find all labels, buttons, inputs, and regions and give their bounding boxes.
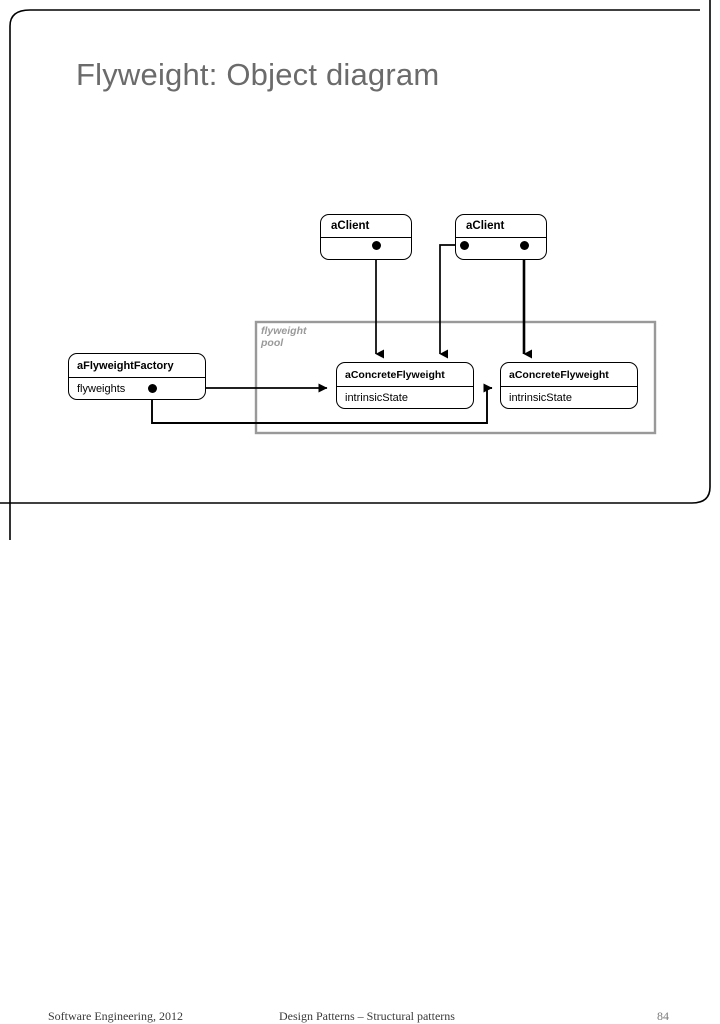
object-attributes-client-2 [456,238,546,259]
flyweight-pool-label: flyweight pool [261,325,307,349]
object-node-client-2[interactable]: aClient [455,214,547,260]
association-dot-client-2-right [520,241,529,250]
object-node-concrete-flyweight-2[interactable]: aConcreteFlyweight intrinsicState [500,362,638,409]
object-node-flyweight-factory[interactable]: aFlyweightFactory flyweights [68,353,206,400]
association-dot-client-2-left [460,241,469,250]
object-name-client-1: aClient [321,215,411,238]
association-dot-client-1 [372,241,381,250]
object-attributes-client-1 [321,238,411,259]
flyweight-pool-boundary [254,320,657,435]
object-attributes-concrete-flyweight-2: intrinsicState [509,391,572,404]
diagram-connectors [151,244,657,435]
object-name-concrete-flyweight-2: aConcreteFlyweight [501,363,637,387]
object-name-flyweight-factory: aFlyweightFactory [69,354,205,378]
object-attributes-concrete-flyweight-1: intrinsicState [345,391,408,404]
object-name-concrete-flyweight-1: aConcreteFlyweight [337,363,473,387]
footer-course-label: Software Engineering, 2012 [48,1009,183,1023]
page-title: Flyweight: Object diagram [76,57,440,92]
association-dot-flyweights [148,384,157,393]
object-node-concrete-flyweight-1[interactable]: aConcreteFlyweight intrinsicState [336,362,474,409]
slide-footer: Software Engineering, 2012 Design Patter… [0,498,720,1023]
link-factory-to-flyweight2 [151,383,493,424]
link-client2-to-flyweight1 [439,244,464,359]
footer-topic-label: Design Patterns – Structural patterns [279,1009,455,1023]
footer-page-number: 84 [657,1009,669,1023]
object-name-client-2: aClient [456,215,546,238]
uml-object-diagram: flyweight pool aClient aClient aFlyweigh… [0,0,720,500]
object-attributes-flyweight-factory: flyweights [77,382,126,395]
object-node-client-1[interactable]: aClient [320,214,412,260]
